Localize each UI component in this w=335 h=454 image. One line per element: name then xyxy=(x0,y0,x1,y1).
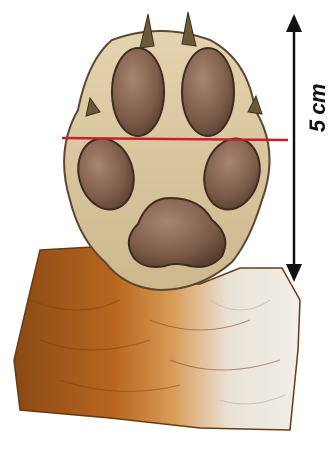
scale-arrow xyxy=(286,14,302,282)
scale-label: 5 cm xyxy=(303,78,333,138)
toe-pad-top-left xyxy=(112,48,164,136)
toe-pad-top-right xyxy=(182,48,234,136)
scale-label-text: 5 cm xyxy=(305,84,331,132)
